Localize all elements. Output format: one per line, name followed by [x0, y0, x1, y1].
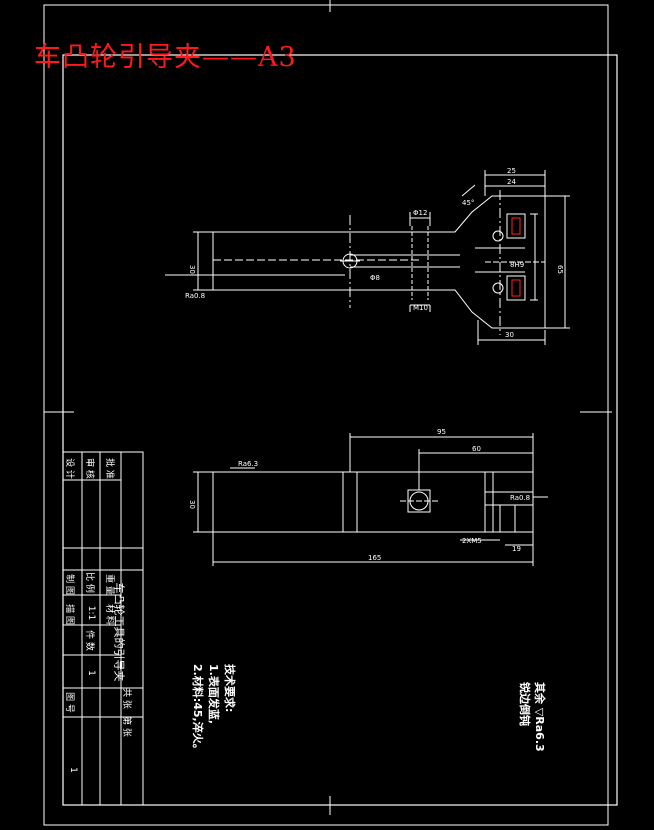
label-drawing-no: 图 号 — [63, 692, 74, 713]
dim-24: 24 — [507, 178, 516, 186]
surface-note: 其余 ▽Ra6.3 — [533, 682, 546, 752]
label-total: 共 张 — [120, 688, 131, 709]
notes-heading: 技术要求: — [223, 664, 236, 713]
qty-value: 1 — [85, 670, 96, 676]
scale-value: 1:1 — [86, 605, 97, 621]
dim-45: 45° — [462, 199, 474, 207]
notes-item-2: 2.材料:45,淬火。 — [191, 664, 204, 755]
dim-30-front: 30 — [188, 500, 196, 509]
label-review: 审 核 — [83, 458, 94, 479]
sheet-number: 1 — [67, 767, 78, 773]
outer-border — [43, 4, 609, 826]
dim-8h9: 8H9 — [510, 261, 524, 269]
notes-item-1: 1.表面发蓝, — [207, 664, 220, 725]
top-view-dims: 25 24 65 30 30 Φ12 M10 Φ8 8H9 Ra0.8 45° — [185, 167, 564, 339]
scale-label: 比 例 — [83, 572, 94, 593]
dim-30-width: 30 — [505, 331, 514, 339]
front-view — [193, 433, 548, 566]
dim-ra: Ra0.8 — [185, 292, 205, 300]
dim-25: 25 — [507, 167, 516, 175]
dim-2xm5: 2XM5 — [462, 537, 482, 545]
label-trace: 描 图 — [63, 604, 74, 625]
top-view — [165, 170, 570, 345]
drawing-title: 车凸轮引导夹——A3 — [34, 42, 297, 73]
dim-30-height: 30 — [188, 265, 196, 274]
dim-ra63: Ra6.3 — [238, 460, 258, 468]
dim-phi8: Φ8 — [370, 274, 380, 282]
qty-label: 件 数 — [83, 630, 94, 651]
label-weight: 重 量 — [103, 574, 114, 595]
dim-phi12: Φ12 — [413, 209, 427, 217]
front-view-dims: 95 60 165 30 19 2XM5 Ra6.3 Ra0.8 — [188, 428, 530, 562]
dim-165: 165 — [368, 554, 381, 562]
label-material: 材 料 — [103, 604, 114, 625]
dim-65: 65 — [556, 265, 564, 274]
label-approve: 批 准 — [103, 458, 114, 479]
inner-border — [62, 54, 618, 806]
part-name: 车凸轮工具的引导夹 — [112, 582, 126, 682]
dim-60: 60 — [472, 445, 481, 453]
dim-19: 19 — [512, 545, 521, 553]
title-block — [62, 451, 144, 806]
label-design: 设 计 — [63, 458, 74, 479]
dim-95: 95 — [437, 428, 446, 436]
edge-note: 锐边倒钝 — [518, 682, 531, 726]
label-sheet: 第 张 — [120, 716, 131, 737]
dim-ra08-front: Ra0.8 — [510, 494, 530, 502]
label-draw: 制 图 — [63, 574, 74, 595]
dim-m10: M10 — [413, 304, 428, 312]
centering-marks — [44, 0, 612, 815]
